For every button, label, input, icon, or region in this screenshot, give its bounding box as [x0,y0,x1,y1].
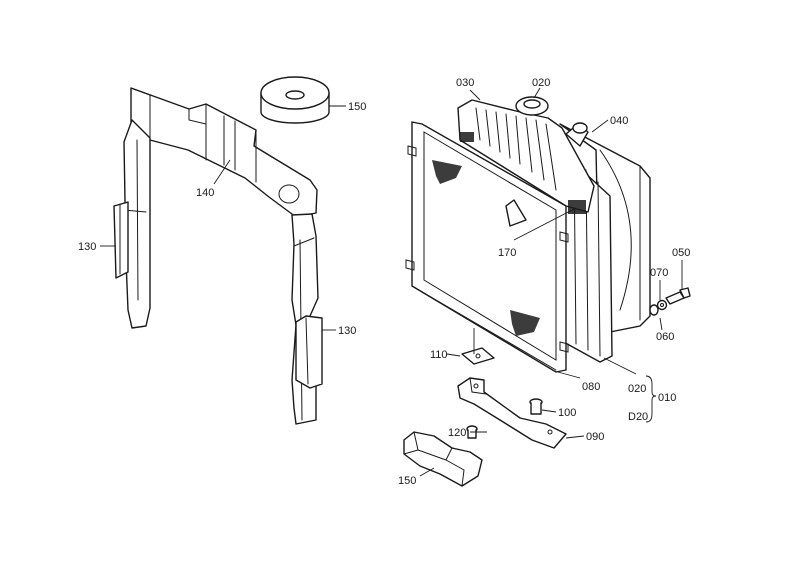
part-140-support-frame [123,87,319,425]
leader-lines [100,87,683,477]
label-020-side-2: D20 [628,411,648,423]
label-020-top: 020 [532,77,550,89]
label-040: 040 [610,115,628,127]
callout-labels: 150 140 130 130 030 020 040 170 050 070 … [78,77,690,487]
label-060: 060 [656,331,674,343]
part-060-lock-washer [656,299,668,311]
part-030-radiator-core [457,96,613,363]
label-140: 140 [196,187,214,199]
label-150-bottom: 150 [398,475,416,487]
part-130-pad-right [295,315,323,389]
label-080: 080 [582,381,600,393]
label-110: 110 [430,349,448,361]
label-120: 120 [448,427,466,439]
label-020-side: 020 [628,383,646,395]
label-170: 170 [498,247,516,259]
label-150-top: 150 [348,101,366,113]
part-radiator-guard-screen [405,121,569,373]
label-130-right: 130 [338,325,356,337]
part-100-bolt [529,398,543,415]
part-130-pad-left [113,201,129,279]
part-090-lower-bracket [457,377,567,449]
label-050: 050 [672,247,690,259]
part-050-bolt [665,287,691,305]
label-090: 090 [586,431,604,443]
label-030: 030 [456,77,474,89]
label-100: 100 [558,407,576,419]
label-130-left: 130 [78,241,96,253]
part-150-cushion-bottom [403,431,483,487]
label-010: 010 [658,392,676,404]
part-150-cushion-top [260,76,330,124]
part-070-washer [649,304,659,316]
part-110-rubber-pad [461,347,495,365]
label-070: 070 [650,267,668,279]
